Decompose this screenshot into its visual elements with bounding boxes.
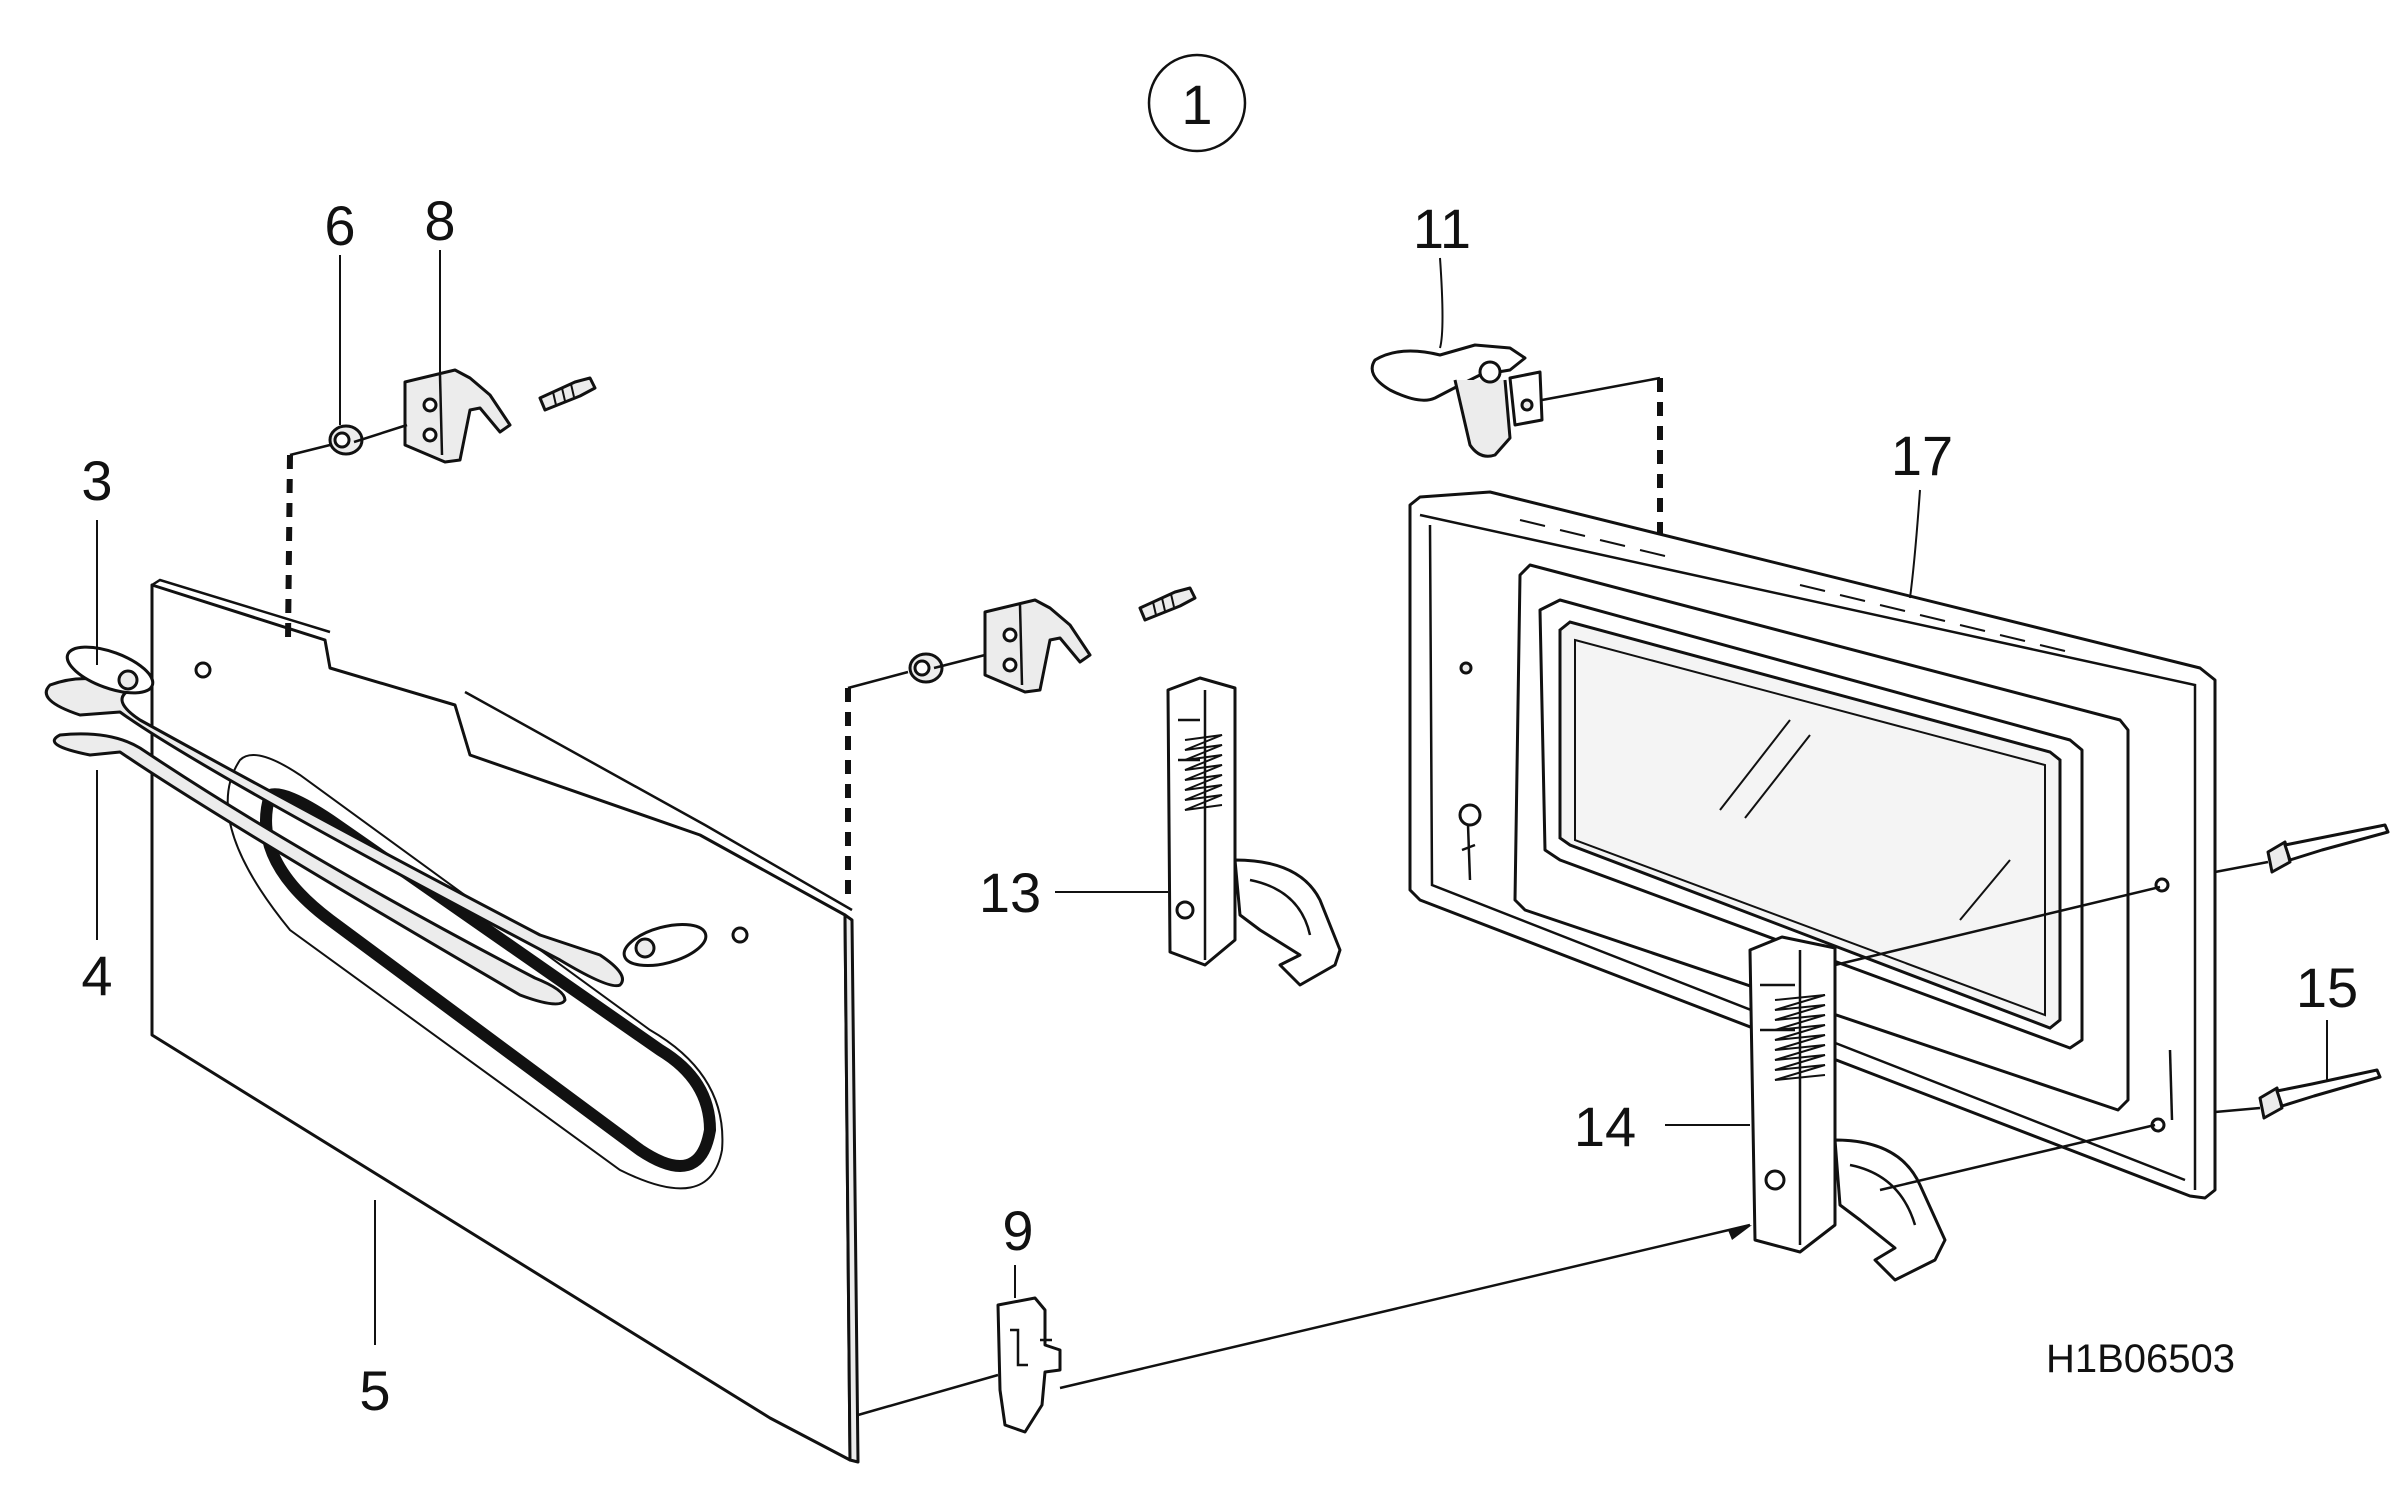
hinge-bracket-middle [983, 598, 1092, 694]
fixing-screw-upper [2266, 823, 2390, 874]
leader-middle-top [847, 670, 909, 690]
drawing-code: H1B06503 [2046, 1337, 2235, 1381]
part-labels: 3 4 5 6 8 9 11 13 14 15 17 [81, 189, 2358, 1422]
part-label-9: 9 [1002, 1199, 1033, 1262]
spacer-bushing-middle [908, 652, 944, 684]
part-label-3: 3 [81, 449, 112, 512]
leader-upper-dashed-top [289, 443, 331, 457]
leader-latch-top [1541, 376, 1661, 402]
outer-door-panel [150, 578, 860, 1464]
part-label-17: 17 [1891, 424, 1953, 487]
inner-door-frame [1408, 490, 2217, 1200]
part-label-5: 5 [359, 1359, 390, 1422]
leader-screw-upper [2214, 860, 2269, 874]
door-hinge-left [1166, 676, 1342, 987]
leader-bushing-upper [353, 423, 408, 444]
screw-middle [1138, 586, 1197, 622]
leader-clip-left [857, 1373, 999, 1417]
handle-end-cap-left [65, 645, 155, 695]
group-marker: 1 [1147, 53, 1247, 153]
hinge-clip [996, 1296, 1062, 1434]
callout-leaders [96, 250, 2328, 1345]
part-label-13: 13 [979, 861, 1041, 924]
part-label-15: 15 [2296, 956, 2358, 1019]
part-label-8: 8 [424, 189, 455, 252]
group-label: 1 [1181, 73, 1212, 136]
leader-screw-lower [2214, 1106, 2261, 1114]
leader-hinge-right-lower [1879, 1123, 2156, 1192]
leader-bushing-middle [933, 653, 986, 670]
part-label-11: 11 [1413, 197, 1471, 260]
door-handle [44, 677, 624, 1006]
door-latch [1370, 343, 1544, 458]
part-label-14: 14 [1574, 1095, 1636, 1158]
leader-clip-right [1059, 1223, 1751, 1390]
door-hinge-right [1748, 935, 1947, 1282]
assembly-line-upper [285, 454, 293, 641]
screw-upper [538, 376, 597, 412]
part-label-4: 4 [81, 944, 112, 1007]
part-label-6: 6 [324, 194, 355, 257]
handle-end-cap-right [622, 922, 708, 968]
leader-hinge-right-upper [1834, 885, 2161, 967]
leader-clip-arrowhead [1728, 1225, 1752, 1240]
fixing-screw-lower [2258, 1068, 2382, 1120]
hinge-bracket-upper [403, 368, 512, 464]
